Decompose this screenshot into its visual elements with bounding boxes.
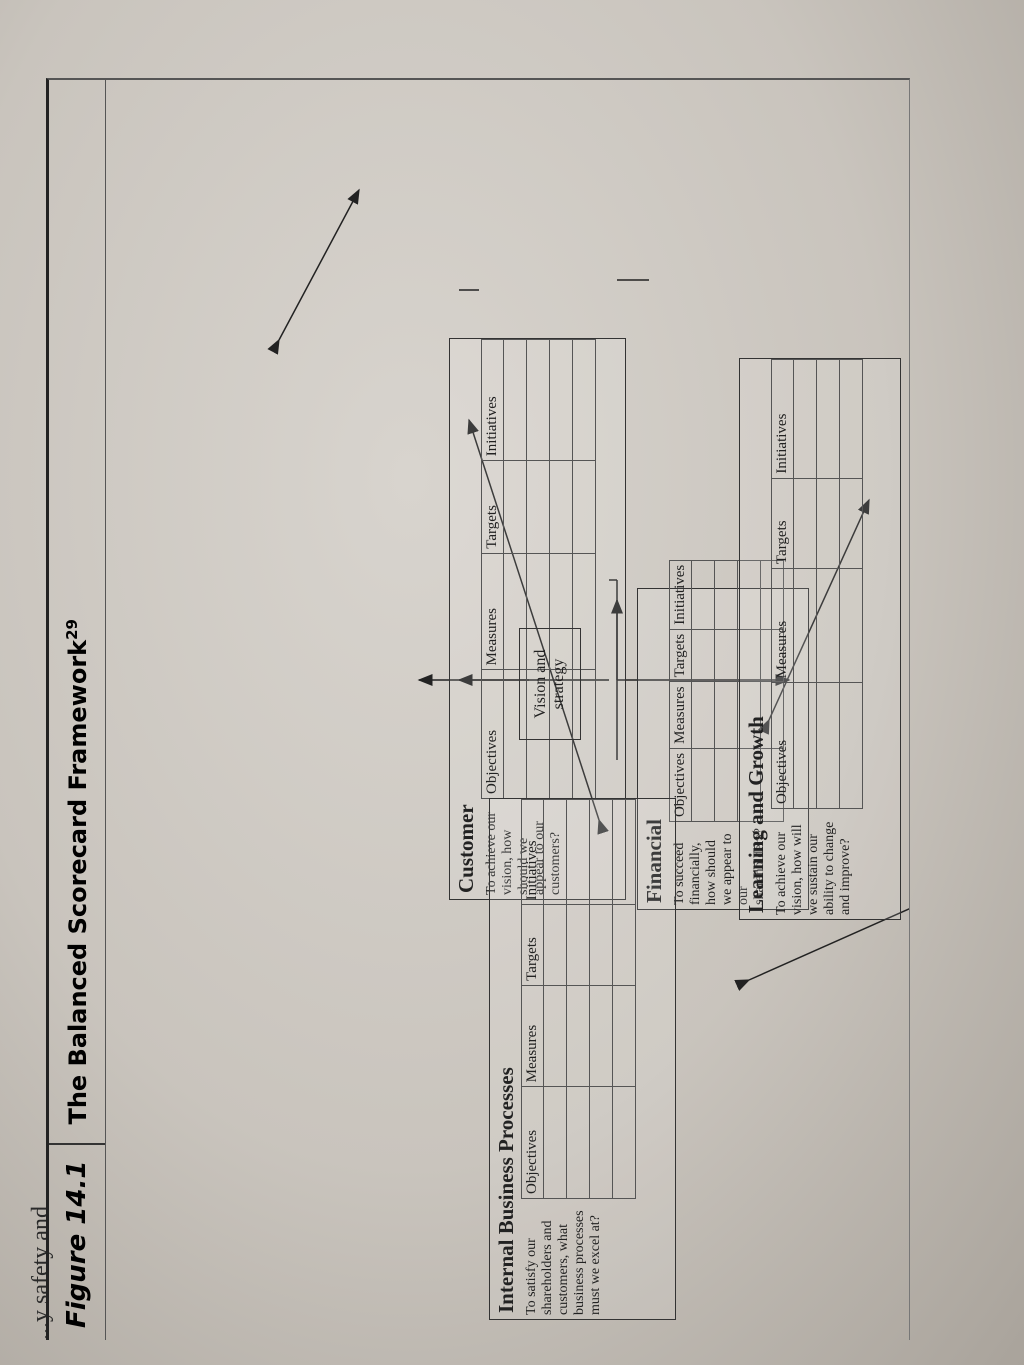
col-measures: Measures: [521, 985, 544, 1087]
col-targets: Targets: [521, 904, 544, 986]
internal-box: Internal Business Processes To satisfy o…: [489, 798, 676, 1320]
col-targets: Targets: [771, 478, 794, 569]
arrow-learning-internal: [734, 899, 909, 991]
col-objectives: Objectives: [481, 670, 504, 799]
figure-frame: Figure 14.1 The Balanced Scorecard Frame…: [46, 78, 910, 1340]
learning-title: Learning and Growth: [744, 716, 768, 913]
vision-strategy-box: Vision and strategy: [519, 628, 581, 740]
col-objectives: Objectives: [521, 1086, 544, 1199]
learning-box: Learning and Growth To achieve our visio…: [739, 358, 901, 920]
arrows-layer: [267, 188, 909, 991]
internal-title: Internal Business Processes: [494, 1067, 518, 1313]
arrow-customer-financial: [467, 418, 609, 835]
col-initiatives: Initiatives: [771, 359, 794, 479]
col-targets: Targets: [481, 460, 504, 554]
internal-table: To satisfy our shareholders and customer…: [521, 799, 636, 1319]
col-measures: Measures: [771, 568, 794, 683]
col-objectives: Objectives: [771, 682, 794, 809]
col-measures: Measures: [669, 681, 692, 749]
arrow-customer-learning: [267, 188, 360, 355]
col-targets: Targets: [669, 629, 692, 682]
internal-question: To satisfy our shareholders and customer…: [523, 1210, 603, 1315]
rotated-figure: ...y safety and Figure 14.1 The Balanced…: [28, 50, 988, 1340]
col-initiatives: Initiatives: [481, 339, 504, 461]
customer-title: Customer: [454, 804, 478, 893]
learning-table: To achieve our vision, how will we susta…: [771, 359, 863, 919]
col-initiatives: Initiatives: [669, 560, 692, 630]
col-initiatives: Initiatives: [521, 799, 544, 905]
arrow-financial-internal: [757, 498, 870, 735]
learning-question: To achieve our vision, how will we susta…: [773, 821, 853, 915]
col-measures: Measures: [481, 553, 504, 670]
